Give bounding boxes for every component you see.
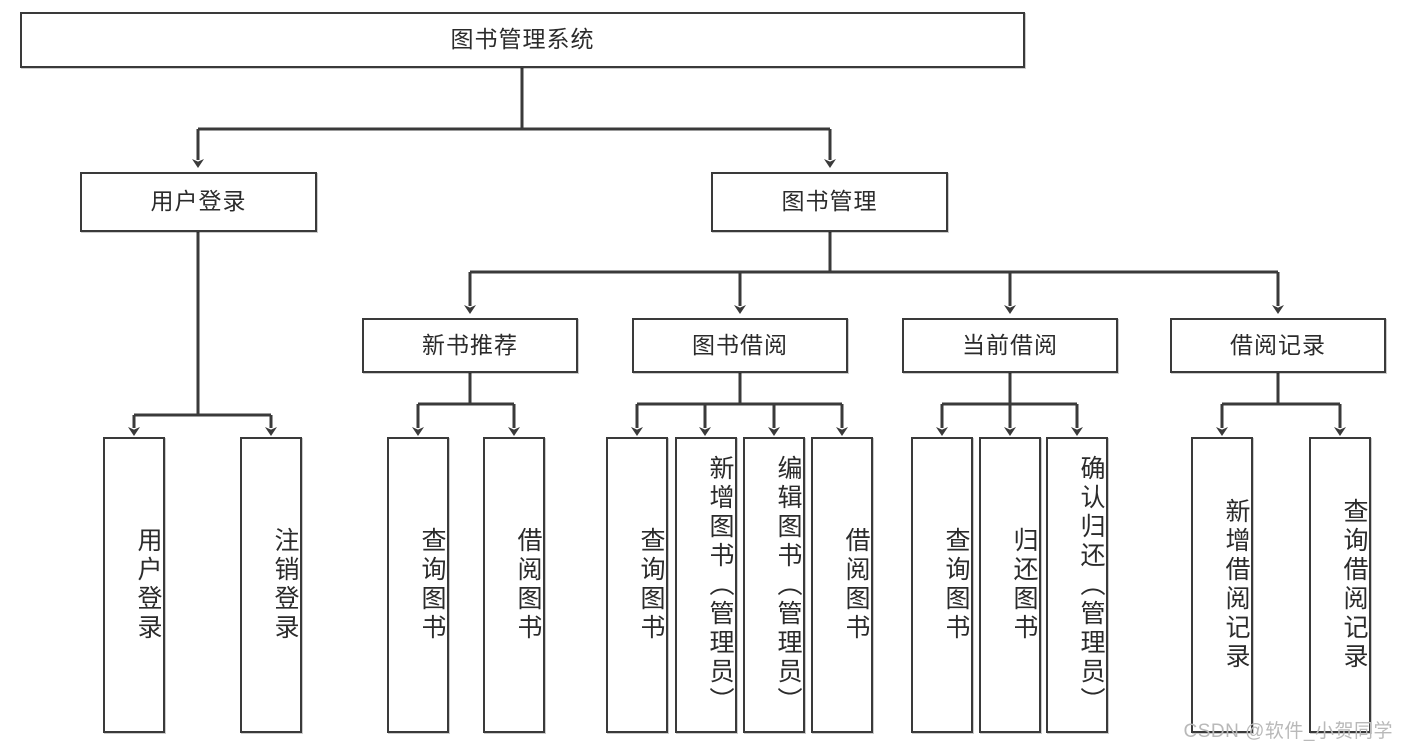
node-label: 图书管理 <box>781 188 878 215</box>
leaf-query-book-2[interactable]: 查询图书 <box>606 437 668 733</box>
leaf-borrow-book-1[interactable]: 借阅图书 <box>483 437 545 733</box>
node-label: 新增借阅记录 <box>1222 498 1250 672</box>
leaf-add-borrow-record[interactable]: 新增借阅记录 <box>1191 437 1253 733</box>
leaf-borrow-book-2[interactable]: 借阅图书 <box>811 437 873 733</box>
leaf-logout[interactable]: 注销登录 <box>240 437 302 733</box>
leaf-user-login[interactable]: 用户登录 <box>103 437 165 733</box>
node-label: 用户登录 <box>150 188 247 215</box>
node-label: 新增图书（管理员） <box>706 454 734 716</box>
node-label: 查询借阅记录 <box>1340 498 1368 672</box>
node-label: 查询图书 <box>637 527 665 643</box>
node-book-management[interactable]: 图书管理 <box>711 172 948 232</box>
leaf-query-borrow-record[interactable]: 查询借阅记录 <box>1309 437 1371 733</box>
node-root-library-management-system[interactable]: 图书管理系统 <box>20 12 1025 68</box>
node-label: 借阅记录 <box>1230 331 1326 358</box>
node-label: 新书推荐 <box>422 331 518 358</box>
node-new-book-recommendation[interactable]: 新书推荐 <box>362 318 578 373</box>
leaf-query-book-3[interactable]: 查询图书 <box>911 437 973 733</box>
node-label: 编辑图书（管理员） <box>774 454 802 716</box>
node-borrowing-record[interactable]: 借阅记录 <box>1170 318 1386 373</box>
node-label: 当前借阅 <box>962 331 1058 358</box>
node-label: 借阅图书 <box>514 527 542 643</box>
node-label: 查询图书 <box>418 527 446 643</box>
leaf-return-book[interactable]: 归还图书 <box>979 437 1041 733</box>
watermark-text: CSDN @软件_小贺同学 <box>1183 721 1393 742</box>
node-label: 图书管理系统 <box>450 26 595 53</box>
node-label: 图书借阅 <box>692 331 788 358</box>
leaf-edit-book-admin[interactable]: 编辑图书（管理员） <box>743 437 805 733</box>
leaf-query-book-1[interactable]: 查询图书 <box>387 437 449 733</box>
node-label: 注销登录 <box>271 527 299 643</box>
node-label: 用户登录 <box>134 527 162 643</box>
node-label: 查询图书 <box>942 527 970 643</box>
node-current-borrowing[interactable]: 当前借阅 <box>902 318 1118 373</box>
node-book-borrowing[interactable]: 图书借阅 <box>632 318 848 373</box>
node-label: 确认归还（管理员） <box>1077 454 1105 716</box>
leaf-confirm-return-admin[interactable]: 确认归还（管理员） <box>1046 437 1108 733</box>
node-user-login[interactable]: 用户登录 <box>80 172 317 232</box>
node-label: 借阅图书 <box>842 527 870 643</box>
node-label: 归还图书 <box>1010 527 1038 643</box>
leaf-add-book-admin[interactable]: 新增图书（管理员） <box>675 437 737 733</box>
